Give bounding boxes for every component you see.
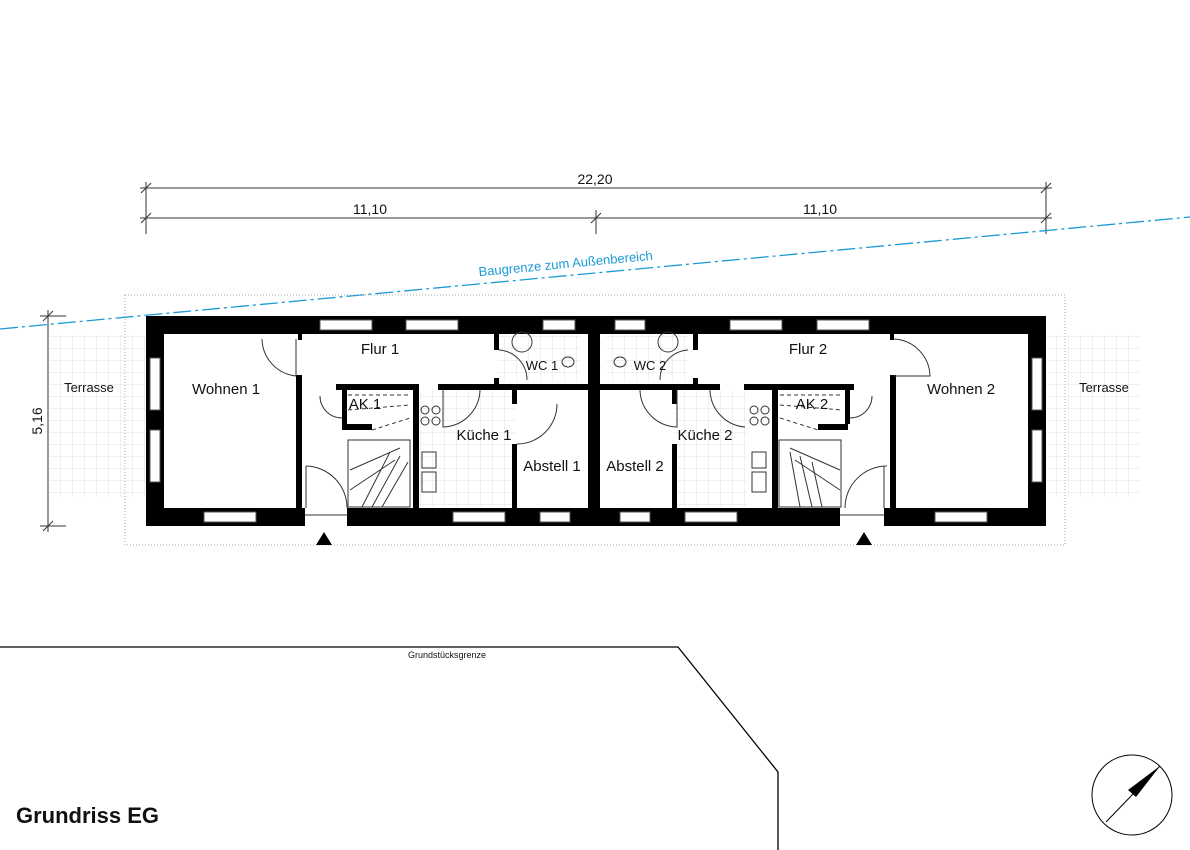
wc-2-floor [606, 334, 688, 382]
room-label-terrace-right: Terrasse [1079, 380, 1129, 395]
room-label-wohnen-1: Wohnen 1 [192, 381, 260, 398]
building-line [0, 216, 1190, 330]
room-label-wohnen-2: Wohnen 2 [927, 381, 995, 398]
terrace-left-area [50, 335, 146, 497]
kitchen-2-floor [675, 390, 747, 507]
room-label-flur-2: Flur 2 [789, 341, 827, 358]
room-label-kueche-1: Küche 1 [456, 427, 511, 444]
entrance-marker-2 [856, 532, 872, 545]
room-label-ak-1: AK 1 [349, 396, 382, 413]
dimension-lines [40, 182, 1052, 532]
walls [146, 316, 1046, 526]
terrace-right-area [1046, 335, 1140, 497]
room-label-wc-1: WC 1 [526, 358, 559, 373]
dimension-depth: 5,16 [29, 407, 45, 434]
room-label-abstell-2: Abstell 2 [606, 458, 664, 475]
room-label-flur-1: Flur 1 [361, 341, 399, 358]
dimension-right-half: 11,10 [803, 201, 837, 217]
entrance-marker-1 [316, 532, 332, 545]
property-line [0, 646, 779, 850]
property-line-label: Grundstücksgrenze [408, 650, 486, 660]
kitchen-1-floor [420, 390, 515, 507]
room-label-terrace-left: Terrasse [64, 380, 114, 395]
dimension-left-half: 11,10 [353, 201, 387, 217]
north-arrow-icon [1091, 754, 1173, 836]
windows [149, 319, 1043, 523]
room-label-wc-2: WC 2 [634, 358, 667, 373]
room-label-kueche-2: Küche 2 [677, 427, 732, 444]
doors-and-fixtures [261, 331, 931, 516]
room-label-ak-2: AK 2 [796, 396, 829, 413]
room-label-abstell-1: Abstell 1 [523, 458, 581, 475]
building-line-label: Baugrenze zum Außenbereich [478, 248, 654, 279]
dimension-total-width: 22,20 [577, 171, 612, 187]
drawing-title: Grundriss EG [16, 803, 159, 828]
